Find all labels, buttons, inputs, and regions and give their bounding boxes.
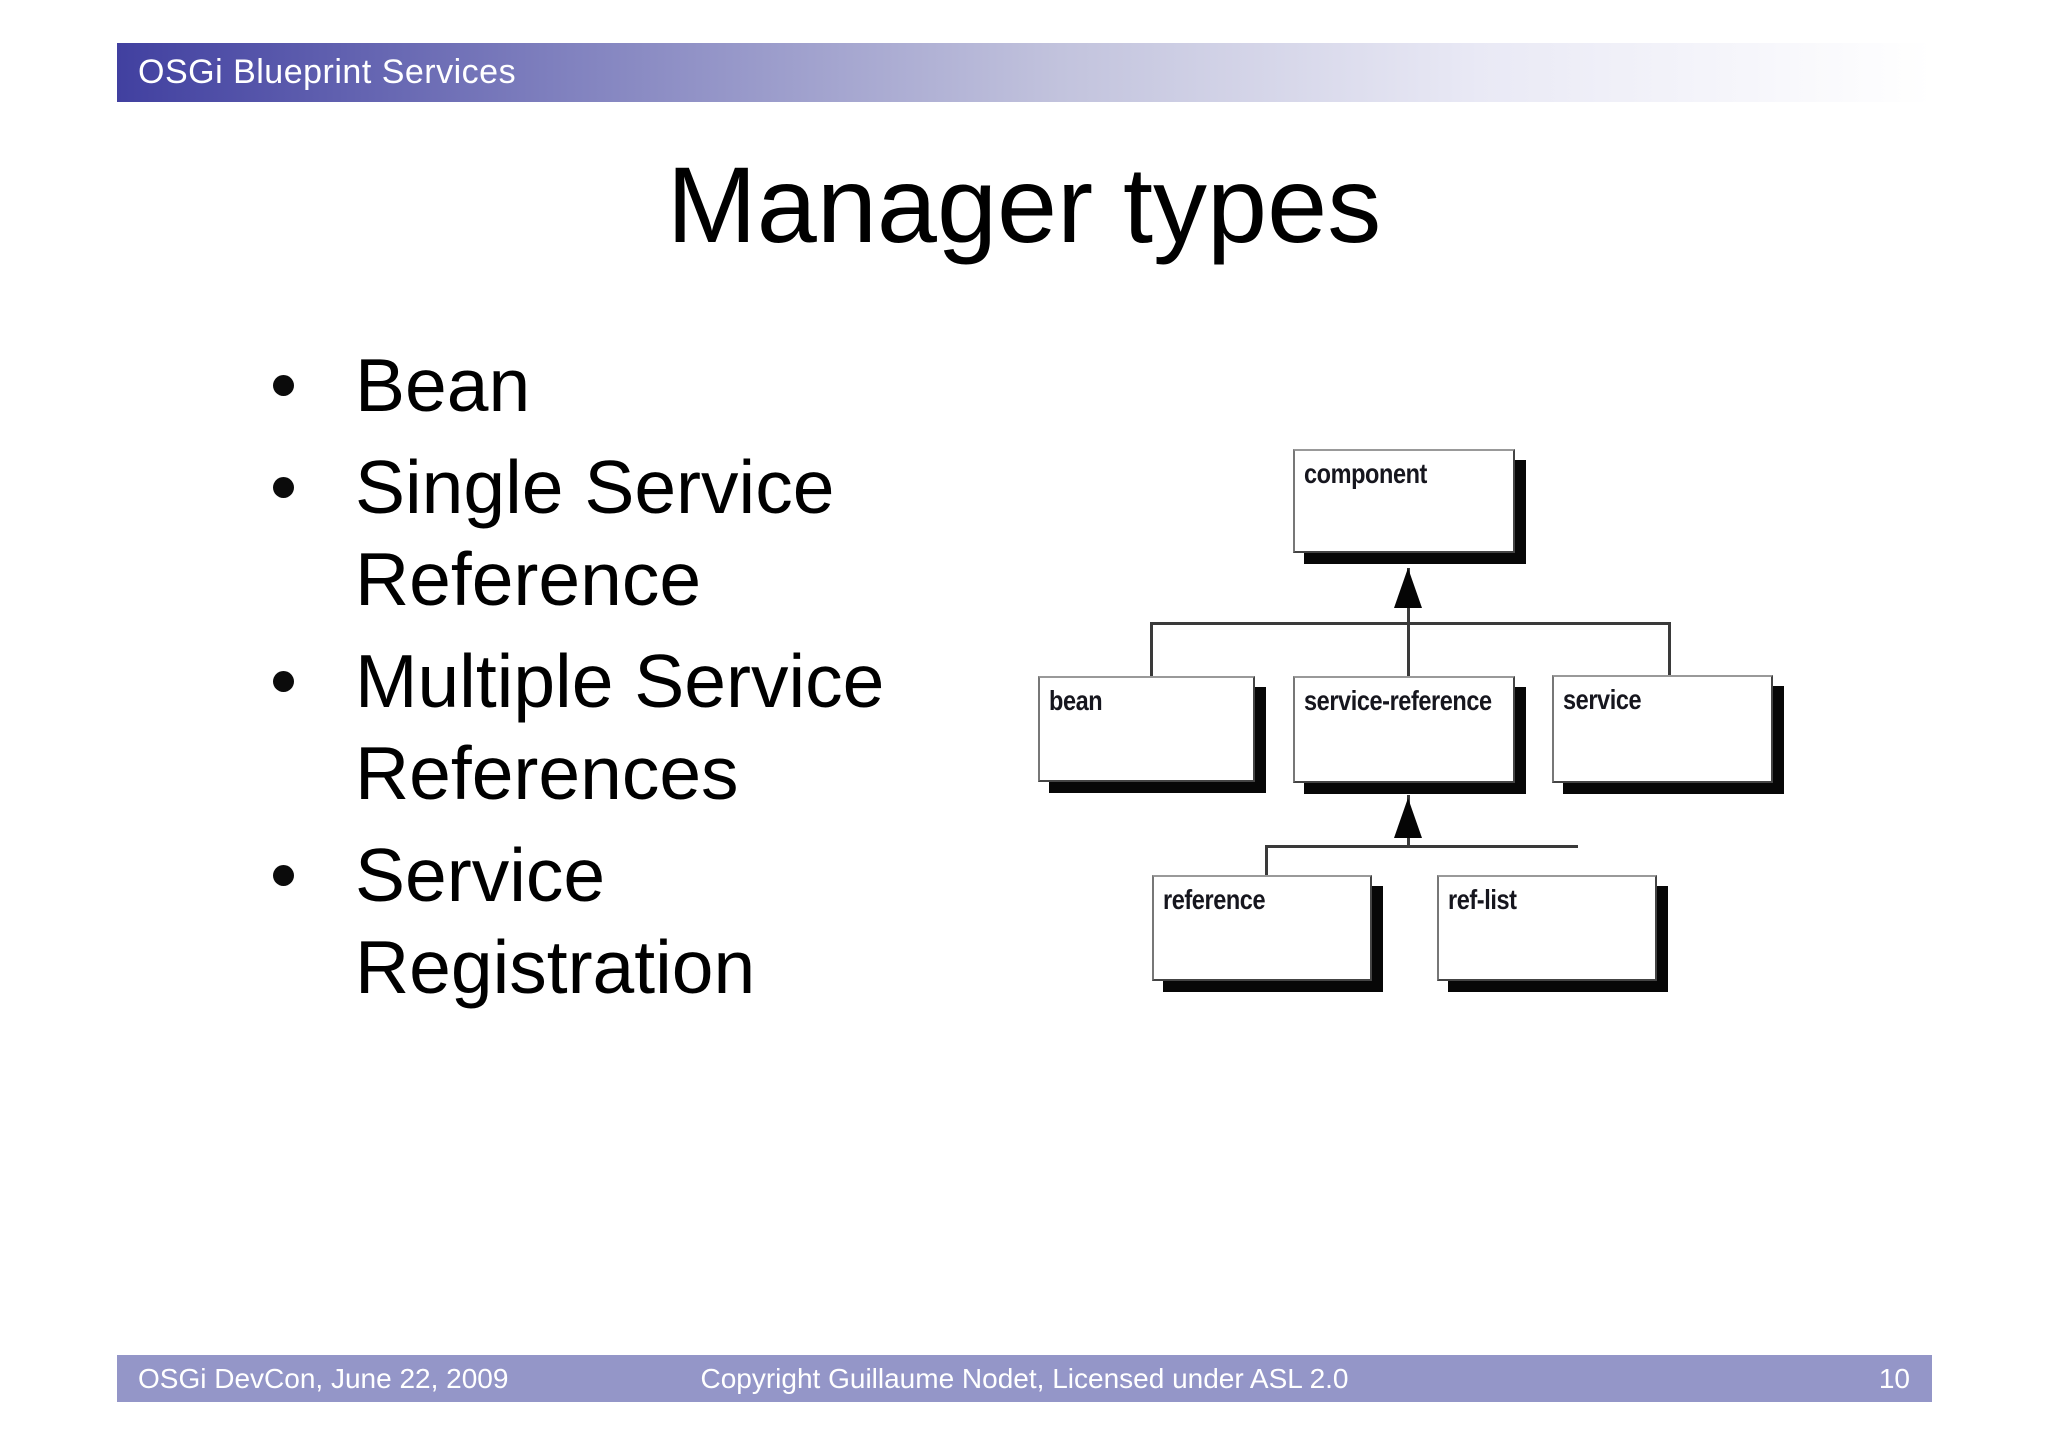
box-label: ref-list (1448, 884, 1517, 915)
connector-line (1150, 622, 1153, 676)
footer-event-date: OSGi DevCon, June 22, 2009 (138, 1362, 509, 1394)
bullet-label: Service Registration (355, 833, 756, 1009)
bullet-label: Single Service Reference (355, 445, 835, 621)
header-title: OSGi Blueprint Services (138, 53, 517, 91)
footer-copyright: Copyright Guillaume Nodet, Licensed unde… (700, 1362, 1349, 1394)
bullet-icon (273, 477, 294, 498)
bullet-icon (273, 671, 294, 692)
diagram-box-component: component (1293, 449, 1515, 553)
list-item: Multiple Service References (260, 635, 1020, 819)
diagram-box-bean: bean (1038, 676, 1255, 782)
connector-line (1668, 622, 1671, 675)
box-label: bean (1049, 685, 1103, 716)
footer-bar: OSGi DevCon, June 22, 2009 Copyright Gui… (117, 1355, 1932, 1402)
box-label: reference (1163, 884, 1266, 915)
connector-line (1265, 845, 1578, 848)
page-number: 10 (1878, 1362, 1910, 1394)
bullet-list: Bean Single Service Reference Multiple S… (260, 339, 1020, 1023)
box-label: component (1304, 458, 1427, 489)
connector-line (1265, 845, 1268, 875)
diagram-box-reference: reference (1152, 875, 1372, 981)
page-title: Manager types (666, 144, 1382, 265)
box-label: service (1563, 684, 1642, 715)
diagram-box-service: service (1552, 675, 1773, 783)
diagram-box-service-reference: service-reference (1293, 676, 1515, 783)
bullet-label: Multiple Service References (355, 639, 885, 815)
manager-types-diagram: component bean service-reference service… (1020, 440, 1810, 1025)
arrow-up-icon (1394, 568, 1422, 608)
bullet-icon (273, 375, 294, 396)
bullet-label: Bean (355, 343, 531, 427)
diagram-box-ref-list: ref-list (1437, 875, 1657, 981)
header-bar: OSGi Blueprint Services (117, 43, 1932, 102)
list-item: Single Service Reference (260, 441, 1020, 625)
list-item: Service Registration (260, 829, 1020, 1013)
arrow-up-icon (1394, 798, 1422, 838)
list-item: Bean (260, 339, 1020, 431)
box-label: service-reference (1304, 685, 1492, 716)
bullet-icon (273, 865, 294, 886)
connector-line (1150, 622, 1671, 625)
